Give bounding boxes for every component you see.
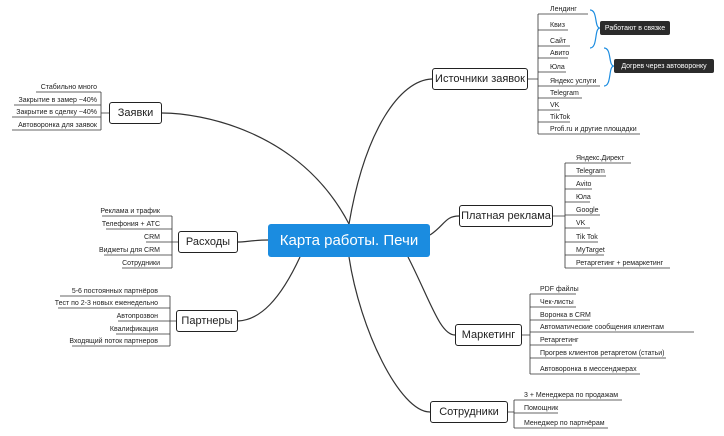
topic-partners[interactable]: Партнеры xyxy=(176,310,238,332)
leaf-mkt-retargeting[interactable]: Ретаргетинг xyxy=(540,337,579,344)
topic-marketing[interactable]: Маркетинг xyxy=(455,324,522,346)
leaf-ads-yandex-direct[interactable]: Яндекс.Директ xyxy=(576,155,625,162)
leaf-exp-staff[interactable]: Сотрудники xyxy=(122,260,160,267)
leaf-req-funnel[interactable]: Автоворонка для заявок xyxy=(18,122,97,129)
leaf-req-deal[interactable]: Закрытие в сделку ~40% xyxy=(16,109,97,116)
leaf-req-stable[interactable]: Стабильно много xyxy=(40,84,97,91)
leaf-yula[interactable]: Юла xyxy=(550,64,565,71)
leaf-ads-yula[interactable]: Юла xyxy=(576,194,591,201)
leaf-profi[interactable]: Profi.ru и другие площадки xyxy=(550,126,637,133)
leaf-quiz[interactable]: Квиз xyxy=(550,22,565,29)
leaf-part-inbound[interactable]: Входящий поток партнеров xyxy=(69,338,158,345)
leaf-mkt-warmup[interactable]: Прогрев клиентов ретаргетом (статьи) xyxy=(540,350,665,357)
leaf-exp-crm[interactable]: CRM xyxy=(144,234,160,241)
leaf-staff-partner-manager[interactable]: Менеджер по партнёрам xyxy=(524,420,605,427)
leaf-part-permanent[interactable]: 5-6 постоянных партнёров xyxy=(71,288,158,295)
topic-expenses[interactable]: Расходы xyxy=(178,231,238,253)
leaf-ads-retargeting[interactable]: Ретаргетинг + ремаркетинг xyxy=(576,260,664,267)
leaf-ads-avito[interactable]: Avito xyxy=(576,181,592,188)
leaf-telegram[interactable]: Telegram xyxy=(550,90,579,97)
leaf-landing[interactable]: Лендинг xyxy=(550,6,577,13)
topic-requests[interactable]: Заявки xyxy=(109,102,162,124)
tag-warmup[interactable]: Догрев через автоворонку xyxy=(614,59,714,73)
leaf-req-measure[interactable]: Закрытие в замер ~40% xyxy=(18,97,97,104)
leaf-yandex-services[interactable]: Яндекс услуги xyxy=(550,78,597,85)
leaf-staff-assistant[interactable]: Помощник xyxy=(524,405,559,412)
leaf-mkt-messenger-funnel[interactable]: Автоворонка в мессенджерах xyxy=(540,366,637,373)
leaf-ads-mytarget[interactable]: MyTarget xyxy=(576,247,605,254)
topic-staff[interactable]: Сотрудники xyxy=(430,401,508,423)
leaf-part-qualification[interactable]: Квалификация xyxy=(109,326,158,333)
leaf-mkt-checklists[interactable]: Чек-листы xyxy=(540,299,574,306)
leaf-exp-widgets[interactable]: Виджеты для CRM xyxy=(98,247,160,254)
leaf-staff-managers[interactable]: 3 + Менеджера по продажам xyxy=(524,392,619,399)
leaf-mkt-auto-messages[interactable]: Автоматические сообщения клиентам xyxy=(540,324,664,331)
leaf-mkt-crm-funnel[interactable]: Воронка в CRM xyxy=(540,312,591,319)
leaf-exp-ads[interactable]: Реклама и трафик xyxy=(100,208,160,215)
leaf-part-autodial[interactable]: Автопрозвон xyxy=(116,313,158,320)
leaf-ads-google[interactable]: Google xyxy=(576,207,599,214)
leaf-ads-telegram[interactable]: Telegram xyxy=(576,168,605,175)
central-topic[interactable]: Карта работы. Печи xyxy=(268,224,430,257)
leaf-ads-vk[interactable]: VK xyxy=(576,220,586,227)
topic-paid-ads[interactable]: Платная реклама xyxy=(459,205,553,227)
leaf-mkt-pdf[interactable]: PDF файлы xyxy=(540,286,579,293)
leaf-exp-telephony[interactable]: Телефония + АТС xyxy=(101,221,160,228)
leaf-avito[interactable]: Авито xyxy=(550,50,570,57)
tag-linked[interactable]: Работают в связке xyxy=(600,21,670,35)
leaf-vk[interactable]: VK xyxy=(550,102,560,109)
leaf-site[interactable]: Сайт xyxy=(550,38,567,45)
leaf-tiktok[interactable]: TikTok xyxy=(550,114,570,121)
leaf-part-test[interactable]: Тест по 2-3 новых еженедельно xyxy=(54,300,158,307)
leaf-ads-tiktok[interactable]: Tik Tok xyxy=(576,234,598,241)
topic-sources[interactable]: Источники заявок xyxy=(432,68,528,90)
